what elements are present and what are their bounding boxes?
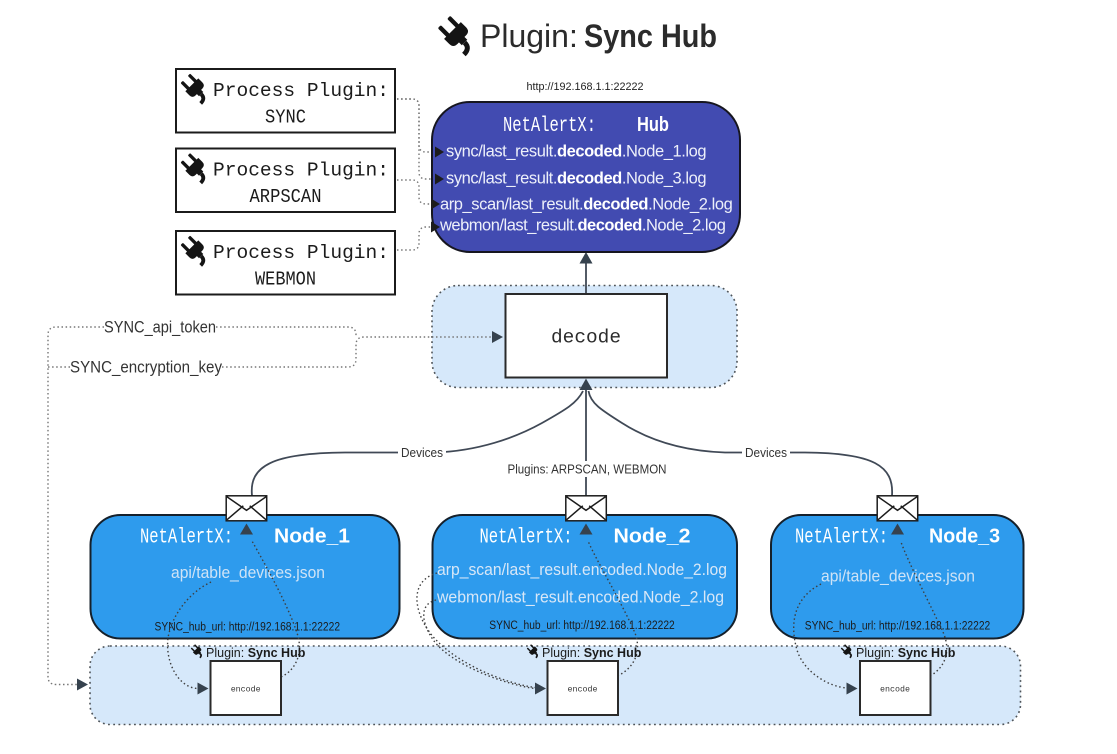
svg-text:Node_3: Node_3	[929, 526, 1000, 548]
svg-text:Process Plugin:: Process Plugin:	[213, 160, 389, 182]
svg-text:ARPSCAN: ARPSCAN	[250, 186, 322, 208]
svg-text:webmon/last_result.encoded.Nod: webmon/last_result.encoded.Node_2.log	[436, 588, 724, 606]
svg-text:encode: encode	[568, 685, 598, 695]
svg-text:Plugin: Sync Hub: Plugin: Sync Hub	[542, 646, 642, 660]
svg-text:arp_scan/last_result.decoded.N: arp_scan/last_result.decoded.Node_2.log	[440, 196, 733, 214]
svg-text:api/table_devices.json: api/table_devices.json	[171, 563, 325, 582]
svg-text:Process Plugin:: Process Plugin:	[213, 242, 389, 264]
svg-text:api/table_devices.json: api/table_devices.json	[821, 567, 975, 586]
svg-text:SYNC_hub_url: http://192.168.1: SYNC_hub_url: http://192.168.1.1:22222	[155, 622, 341, 634]
svg-text:arp_scan/last_result.encoded.N: arp_scan/last_result.encoded.Node_2.log	[437, 561, 727, 579]
svg-text:Plugins: ARPSCAN, WEBMON: Plugins: ARPSCAN, WEBMON	[508, 463, 667, 477]
svg-text:encode: encode	[231, 685, 261, 695]
svg-text:SYNC_api_token: SYNC_api_token	[104, 319, 216, 337]
svg-text:Sync Hub: Sync Hub	[584, 18, 717, 54]
svg-text:Plugin: Sync Hub: Plugin: Sync Hub	[206, 646, 306, 660]
svg-text:decode: decode	[551, 327, 621, 349]
svg-text:webmon/last_result.decoded.Nod: webmon/last_result.decoded.Node_2.log	[439, 217, 726, 235]
svg-text:NetAlertX:: NetAlertX:	[480, 527, 573, 550]
svg-text:NetAlertX:: NetAlertX:	[795, 527, 888, 550]
svg-text:sync/last_result.decoded.Node_: sync/last_result.decoded.Node_1.log	[446, 143, 706, 161]
svg-text:Process Plugin:: Process Plugin:	[213, 80, 389, 102]
svg-text:Hub: Hub	[637, 114, 669, 136]
svg-text:http://192.168.1.1:22222: http://192.168.1.1:22222	[527, 81, 644, 93]
svg-text:WEBMON: WEBMON	[255, 269, 316, 291]
svg-text:NetAlertX:: NetAlertX:	[503, 115, 596, 138]
svg-text:Devices: Devices	[745, 446, 787, 460]
svg-text:SYNC_hub_url: http://192.168.1: SYNC_hub_url: http://192.168.1.1:22222	[489, 620, 675, 632]
svg-text:Devices: Devices	[401, 446, 443, 460]
svg-text:SYNC: SYNC	[265, 107, 306, 129]
svg-text:Plugin: Sync Hub: Plugin: Sync Hub	[856, 646, 956, 660]
svg-text:Node_1: Node_1	[274, 526, 350, 548]
svg-text:sync/last_result.decoded.Node_: sync/last_result.decoded.Node_3.log	[446, 170, 706, 188]
svg-text:SYNC_hub_url: http://192.168.1: SYNC_hub_url: http://192.168.1.1:22222	[805, 621, 991, 633]
svg-text:encode: encode	[880, 685, 910, 695]
svg-text:Node_2: Node_2	[614, 526, 691, 548]
svg-text:SYNC_encryption_key: SYNC_encryption_key	[70, 359, 223, 377]
svg-text:Plugin:: Plugin:	[480, 18, 578, 54]
svg-text:NetAlertX:: NetAlertX:	[140, 527, 233, 550]
